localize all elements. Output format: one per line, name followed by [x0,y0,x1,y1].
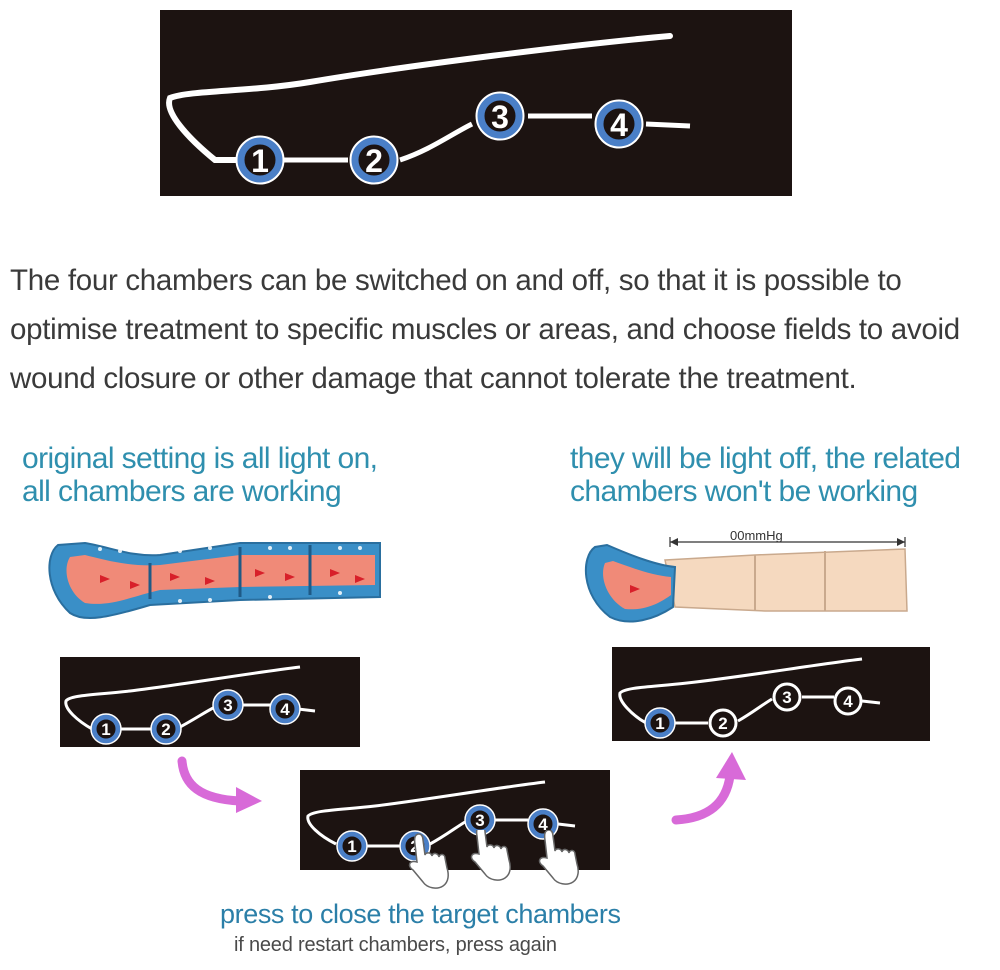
chamber-number: 2 [365,143,383,179]
leg-outline [166,33,691,163]
chamber-number: 4 [610,107,628,143]
leg-outline [618,657,881,725]
chamber-button-1[interactable]: 1 [235,135,285,185]
chamber-button-2[interactable]: 2 [349,135,399,185]
restart-instruction: if need restart chambers, press again [234,934,557,956]
chamber-button-2[interactable]: 2 [150,713,182,745]
chamber-number: 4 [280,700,290,719]
curved-arrow-up-icon [671,752,746,825]
right-caption: they will be light off, the related cham… [570,442,961,508]
chamber-buttons: 1 2 3 4 [235,91,644,185]
chamber-number: 3 [491,99,509,135]
chamber-number: 4 [843,692,853,711]
curved-arrow-right-icon [177,756,262,813]
left-caption-line1: original setting is all light on, [22,442,378,475]
chamber-button-4[interactable]: 4 [269,693,301,725]
hand-pointer-icon [470,830,511,881]
chamber-number: 2 [718,714,727,733]
chamber-button-3[interactable]: 3 [212,689,244,721]
chamber-button-4[interactable]: 4 [527,808,559,840]
chamber-button-3[interactable]: 3 [475,91,525,141]
heat-arrows [100,569,365,589]
pressure-label: 00mmHg [730,528,783,543]
chamber-button-1[interactable]: 1 [90,713,122,745]
chamber-number: 2 [161,720,170,739]
left-caption-line2: all chambers are working [22,475,342,508]
chamber-number: 1 [655,714,664,733]
chamber-number: 1 [347,837,356,856]
chamber-number: 1 [101,720,110,739]
leg-sleeve-partial [584,537,908,623]
chamber-button-2-off[interactable]: 2 [708,708,738,738]
chamber-buttons: 1 2 3 4 [90,689,301,745]
right-caption-line1: they will be light off, the related [570,442,961,475]
leg-sleeve-all-on [48,541,381,619]
chamber-number: 3 [223,696,232,715]
chamber-button-4[interactable]: 4 [594,99,644,149]
right-caption-line2: chambers won't be working [570,475,918,508]
description-text: The four chambers can be switched on and… [10,264,960,395]
chamber-button-1[interactable]: 1 [644,707,676,739]
chamber-number: 1 [251,143,269,179]
chamber-number: 4 [538,815,548,834]
hand-pointer-icon [408,833,449,889]
chamber-buttons: 1 2 3 4 [644,682,863,739]
leg-outline [306,780,576,848]
press-instruction: press to close the target chambers [220,899,621,929]
leg-outline [64,665,316,731]
chamber-number: 3 [782,688,791,707]
pointing-hands [408,830,579,889]
chamber-panel-top: 1 2 3 4 [160,10,792,196]
chamber-number: 3 [475,811,484,830]
hand-pointer-icon [538,830,579,885]
chamber-panel-right: 1 2 3 4 [612,647,930,741]
chamber-button-3-off[interactable]: 3 [772,682,802,712]
left-caption: original setting is all light on, all ch… [22,442,378,508]
chamber-button-4-off[interactable]: 4 [833,686,863,716]
chamber-button-1[interactable]: 1 [336,830,368,862]
chamber-panel-left: 1 2 3 4 [60,657,360,747]
